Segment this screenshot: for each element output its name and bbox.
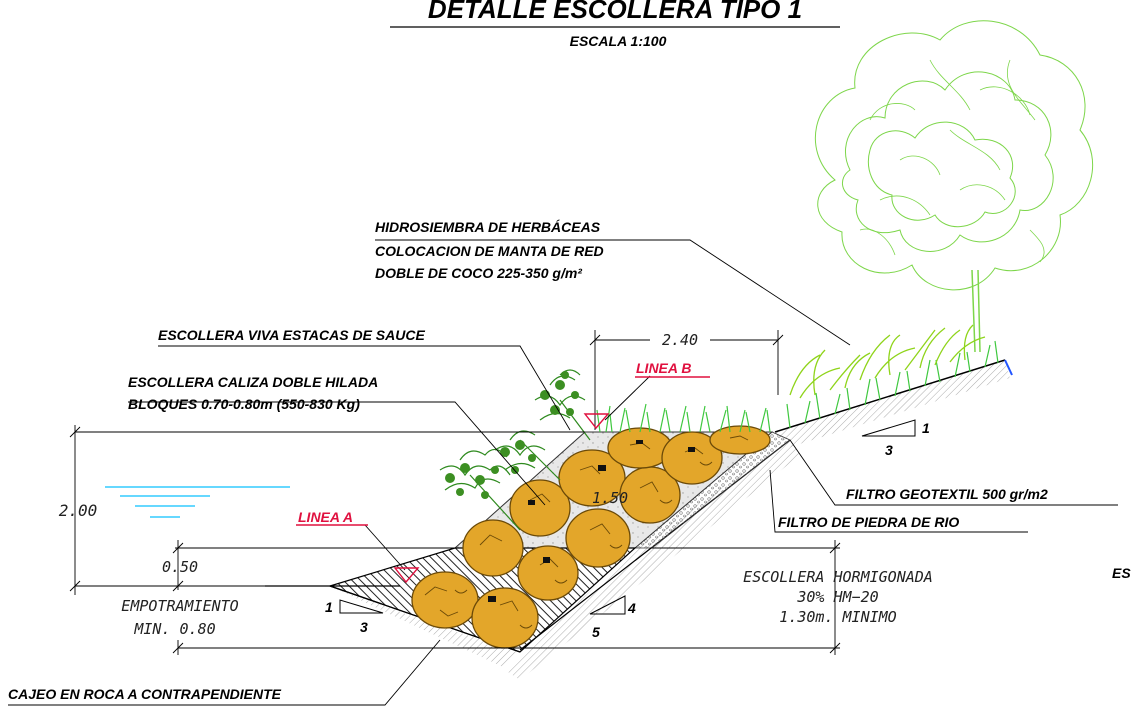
rock-block [565,508,631,568]
slope-top-v: 1 [922,420,930,436]
leader-lines [8,239,1118,706]
dim-240: 2.40 [662,331,698,349]
tree-trunk [971,269,976,353]
slope-top-h: 3 [885,442,893,458]
grass-strip [596,340,999,433]
label-filtro-piedra: FILTRO DE PIEDRA DE RIO [778,514,959,530]
label-escollera-viva: ESCOLLERA VIVA ESTACAS DE SAUCE [158,327,425,343]
rock-block [509,479,571,537]
label-manta-red: COLOCACION DE MANTA DE RED [375,243,604,259]
water-surface [105,486,290,518]
rock-block [661,431,723,485]
label-filtro-geotextil: FILTRO GEOTEXTIL 500 gr/m2 [846,486,1048,502]
label-escollera-hormigonada: ESCOLLERA HORMIGONADA [743,568,933,586]
label-bloques: BLOQUES 0.70-0.80m (550-830 Kg) [128,396,360,412]
rock-block [471,587,539,649]
label-linea-b: LINEA B [636,360,691,376]
label-empotramiento: EMPOTRAMIENTO [121,597,238,615]
rock-block [709,425,771,455]
herbaceous-shrubs [789,324,986,399]
slope-main-h: 5 [592,624,600,640]
rock-block [558,449,626,507]
dim-150: 1.50 [592,489,628,507]
rock-block [462,519,524,577]
dim-200: 2.00 [59,501,98,520]
tree-icon [814,20,1094,291]
rock-marks [488,440,695,602]
drawing-title: DETALLE ESCOLLERA TIPO 1 [428,0,802,24]
upper-ground [775,360,1010,447]
label-minimo: 1.30m. MINIMO [779,608,896,626]
slope-triangles [339,419,916,615]
label-cajeo: CAJEO EN ROCA A CONTRAPENDIENTE [8,686,282,702]
label-es-cut: ES [1112,565,1131,581]
rock-block [411,571,479,629]
slope-left-h: 3 [360,619,368,635]
willow-leaves [445,371,579,499]
dim-050: 0.50 [162,558,198,576]
linea-markers [296,376,710,584]
label-linea-a: LINEA A [298,509,353,525]
label-escollera-caliza: ESCOLLERA CALIZA DOBLE HILADA [128,374,378,390]
upper-slope-line [774,359,1006,433]
slope-main-v: 4 [627,600,636,616]
label-hm20: 30% HM−20 [796,588,878,606]
drawing-scale: ESCALA 1:100 [570,33,667,49]
rock-blocks [411,425,771,649]
slope-left-v: 1 [325,599,333,615]
main-slope-ground [505,440,800,680]
label-doble-coco: DOBLE DE COCO 225-350 g/m² [375,265,582,281]
rock-block [517,545,579,601]
label-hidrosiembra: HIDROSIEMBRA DE HERBÁCEAS [375,219,601,235]
label-empotramiento-min: MIN. 0.80 [133,620,215,638]
